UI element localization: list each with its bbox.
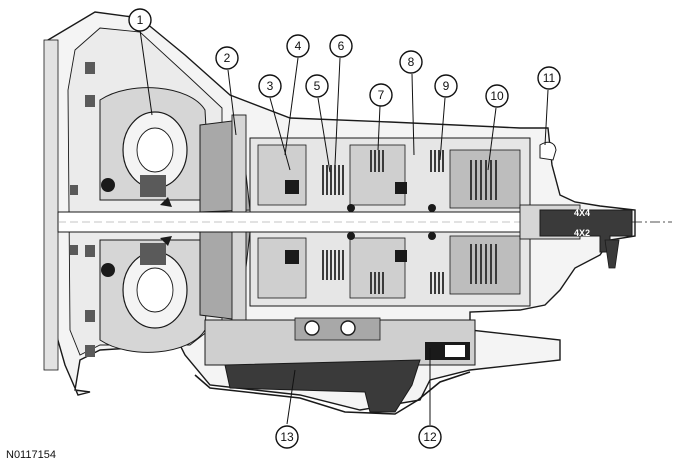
callout-9-label: 9 — [443, 79, 450, 93]
output-label-4x4: 4X4 — [574, 208, 590, 218]
output-label-group: 4X4 4X2 — [574, 208, 590, 238]
callout-2-label: 2 — [224, 51, 231, 65]
callout-13: 13 — [275, 425, 299, 449]
callout-1-label: 1 — [137, 13, 144, 27]
torque-converter — [99, 87, 211, 353]
callout-12: 12 — [418, 425, 442, 449]
planetary-gears — [285, 180, 436, 264]
oil-filter — [194, 359, 471, 415]
callout-5-label: 5 — [314, 79, 321, 93]
callout-10-label: 10 — [490, 89, 504, 103]
callout-6: 6 — [329, 34, 353, 58]
callout-11: 11 — [537, 66, 561, 90]
callout-5: 5 — [305, 74, 329, 98]
callout-6-label: 6 — [338, 39, 345, 53]
callout-13-label: 13 — [280, 430, 294, 444]
callout-12-label: 12 — [423, 430, 437, 444]
callout-1: 1 — [128, 8, 152, 32]
callout-leaders — [139, 29, 549, 425]
callout-3-label: 3 — [267, 79, 274, 93]
pump-assembly — [199, 114, 251, 326]
callout-8: 8 — [399, 50, 423, 74]
callout-10: 10 — [485, 84, 509, 108]
callout-9: 9 — [434, 74, 458, 98]
clutch-plates — [322, 150, 497, 294]
callout-2: 2 — [215, 46, 239, 70]
valve-body — [204, 317, 476, 366]
callout-3: 3 — [258, 74, 282, 98]
output-label-4x2: 4X2 — [574, 228, 590, 238]
callout-7-label: 7 — [378, 88, 385, 102]
callout-7: 7 — [369, 83, 393, 107]
callout-4-label: 4 — [295, 39, 302, 53]
output-shaft — [539, 141, 672, 269]
figure-reference-code: N0117154 — [6, 449, 56, 461]
callout-11-label: 11 — [543, 71, 556, 85]
callout-8-label: 8 — [408, 55, 415, 69]
callout-4: 4 — [286, 34, 310, 58]
